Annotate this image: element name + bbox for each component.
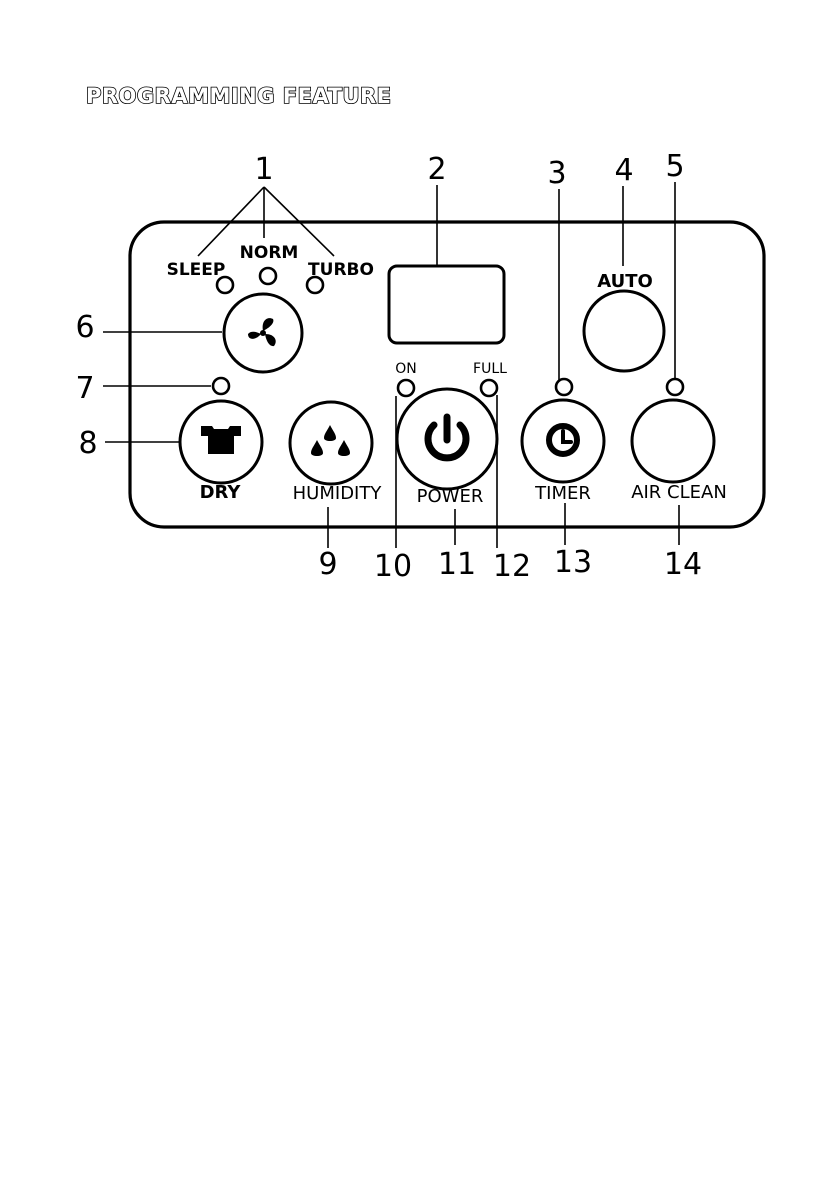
auto-button[interactable] xyxy=(584,291,664,371)
callout-3: 3 xyxy=(547,156,566,191)
callout-4: 4 xyxy=(614,153,633,188)
on-label: ON xyxy=(395,361,417,377)
air-clean-button[interactable] xyxy=(632,400,714,482)
callout-6: 6 xyxy=(75,310,94,345)
norm-indicator-led xyxy=(260,268,276,284)
humidity-label: HUMIDITY xyxy=(293,483,383,504)
air-clean-indicator-led xyxy=(667,379,683,395)
dry-indicator-led xyxy=(213,378,229,394)
callout-8: 8 xyxy=(78,426,97,461)
auto-label: AUTO xyxy=(597,271,653,292)
fan-speed-button[interactable] xyxy=(224,294,302,372)
power-label: POWER xyxy=(417,486,484,507)
display-screen xyxy=(389,266,504,343)
clock-icon xyxy=(549,426,577,454)
power-button[interactable] xyxy=(397,389,497,489)
sleep-indicator-led xyxy=(217,277,233,293)
callout-14: 14 xyxy=(664,547,702,582)
callout-9: 9 xyxy=(318,547,337,582)
dry-button[interactable] xyxy=(180,401,262,483)
callout-11: 11 xyxy=(438,547,476,582)
norm-label: NORM xyxy=(240,243,299,263)
callout-10: 10 xyxy=(374,549,412,584)
sleep-label: SLEEP xyxy=(167,260,226,280)
dry-label: DRY xyxy=(200,482,242,503)
turbo-indicator-led xyxy=(307,277,323,293)
on-indicator-led xyxy=(398,380,414,396)
full-label: FULL xyxy=(473,361,507,377)
callout-7: 7 xyxy=(75,371,94,406)
callout-2: 2 xyxy=(427,152,446,187)
air-clean-label: AIR CLEAN xyxy=(631,482,727,503)
timer-indicator-led xyxy=(556,379,572,395)
humidity-button[interactable] xyxy=(290,402,372,484)
callout-12: 12 xyxy=(493,549,531,584)
timer-button[interactable] xyxy=(522,400,604,482)
callout-1: 1 xyxy=(254,152,273,187)
timer-label: TIMER xyxy=(534,483,591,504)
full-indicator-led xyxy=(481,380,497,396)
callout-13: 13 xyxy=(554,545,592,580)
callout-5: 5 xyxy=(665,149,684,184)
